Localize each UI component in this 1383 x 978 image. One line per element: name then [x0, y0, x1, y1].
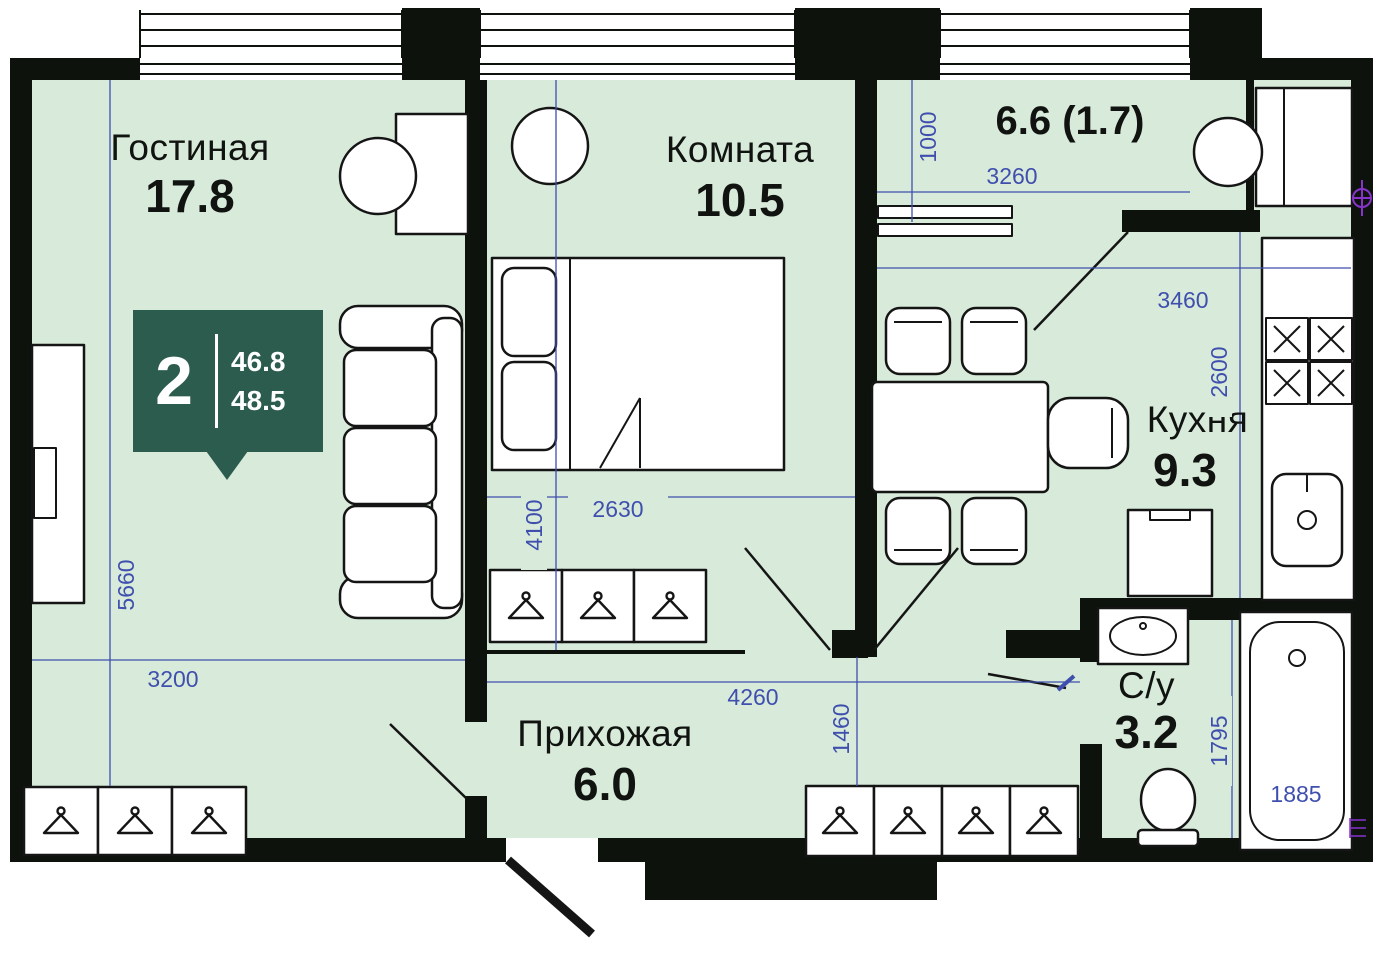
pipe-symbol-icon [1349, 818, 1366, 838]
furniture [22, 86, 1356, 858]
balcony-door-leaf [1033, 231, 1129, 331]
window-frames [140, 63, 1190, 75]
label-living-name: Гостиная [110, 127, 270, 168]
badge-tail [206, 451, 248, 480]
bathtub [1238, 610, 1354, 852]
dim-kitchen-width: 3460 [1133, 287, 1233, 313]
label-bathroom-name: С/у [1118, 665, 1175, 706]
dim-bathtub-length: 1885 [1270, 781, 1322, 807]
kitchen-sink [1270, 472, 1344, 568]
washing-machine [1126, 508, 1214, 598]
dim-bedroom-width: 2630 [568, 496, 668, 522]
fridge [1254, 86, 1354, 208]
kitchen-sink-round [1192, 116, 1264, 188]
dim-hallway-width: 4260 [703, 684, 803, 710]
dim-living-width: 3200 [123, 666, 223, 692]
label-kitchen-name: Кухня [1146, 399, 1249, 440]
badge-rooms-count: 2 [155, 343, 193, 419]
badge-area-bottom: 48.5 [231, 384, 286, 416]
dim-living-height: 5660 [113, 540, 139, 630]
window-glazing [139, 10, 1191, 58]
wardrobe-bedroom [488, 568, 708, 644]
label-bedroom-name: Комната [665, 129, 815, 170]
label-hallway-area: 6.0 [573, 758, 637, 810]
dim-bedroom-height: 4100 [521, 480, 547, 570]
label-bedroom-area: 10.5 [695, 174, 785, 226]
dim-balcony-height: 1000 [915, 92, 941, 182]
electrical-symbol-icon [1352, 180, 1372, 216]
wardrobe-living [22, 785, 248, 857]
badge-area-top: 46.8 [231, 345, 286, 377]
bedroom-chair [510, 106, 590, 186]
label-bathroom-area: 3.2 [1114, 706, 1179, 758]
toilet [1136, 767, 1200, 848]
bathroom-sink [1096, 606, 1190, 666]
bedroom-door-leaf [744, 547, 831, 651]
bathroom-door-leaf [987, 672, 1067, 690]
dining-table [870, 380, 1050, 494]
label-kitchen-area: 9.3 [1153, 444, 1217, 496]
living-door-leaf [389, 723, 467, 799]
wardrobe-hallway [804, 784, 1080, 858]
utility-symbols [1349, 180, 1372, 838]
desk-chair [338, 136, 418, 216]
dim-hallway-height: 1460 [828, 684, 854, 774]
kitchen-opening-leaf [873, 547, 959, 651]
dim-bathroom-height: 1795 [1206, 696, 1232, 786]
doors [389, 231, 1129, 938]
dimension-lines [32, 80, 1351, 838]
entry-door-leaf [505, 856, 595, 938]
dim-kitchen-height: 2600 [1206, 327, 1232, 417]
label-living-area: 17.8 [145, 170, 235, 222]
label-balcony-area: 6.6 (1.7) [995, 99, 1145, 143]
bed [490, 256, 786, 472]
sofa [338, 304, 464, 620]
apartment-badge: 2 46.8 48.5 [133, 310, 323, 452]
dining-chairs [884, 306, 1130, 566]
badge-divider [215, 334, 218, 428]
tv-stand [30, 343, 86, 605]
dim-balcony-width: 3260 [962, 163, 1062, 189]
label-hallway-name: Прихожая [517, 713, 693, 754]
stove [1265, 317, 1353, 405]
